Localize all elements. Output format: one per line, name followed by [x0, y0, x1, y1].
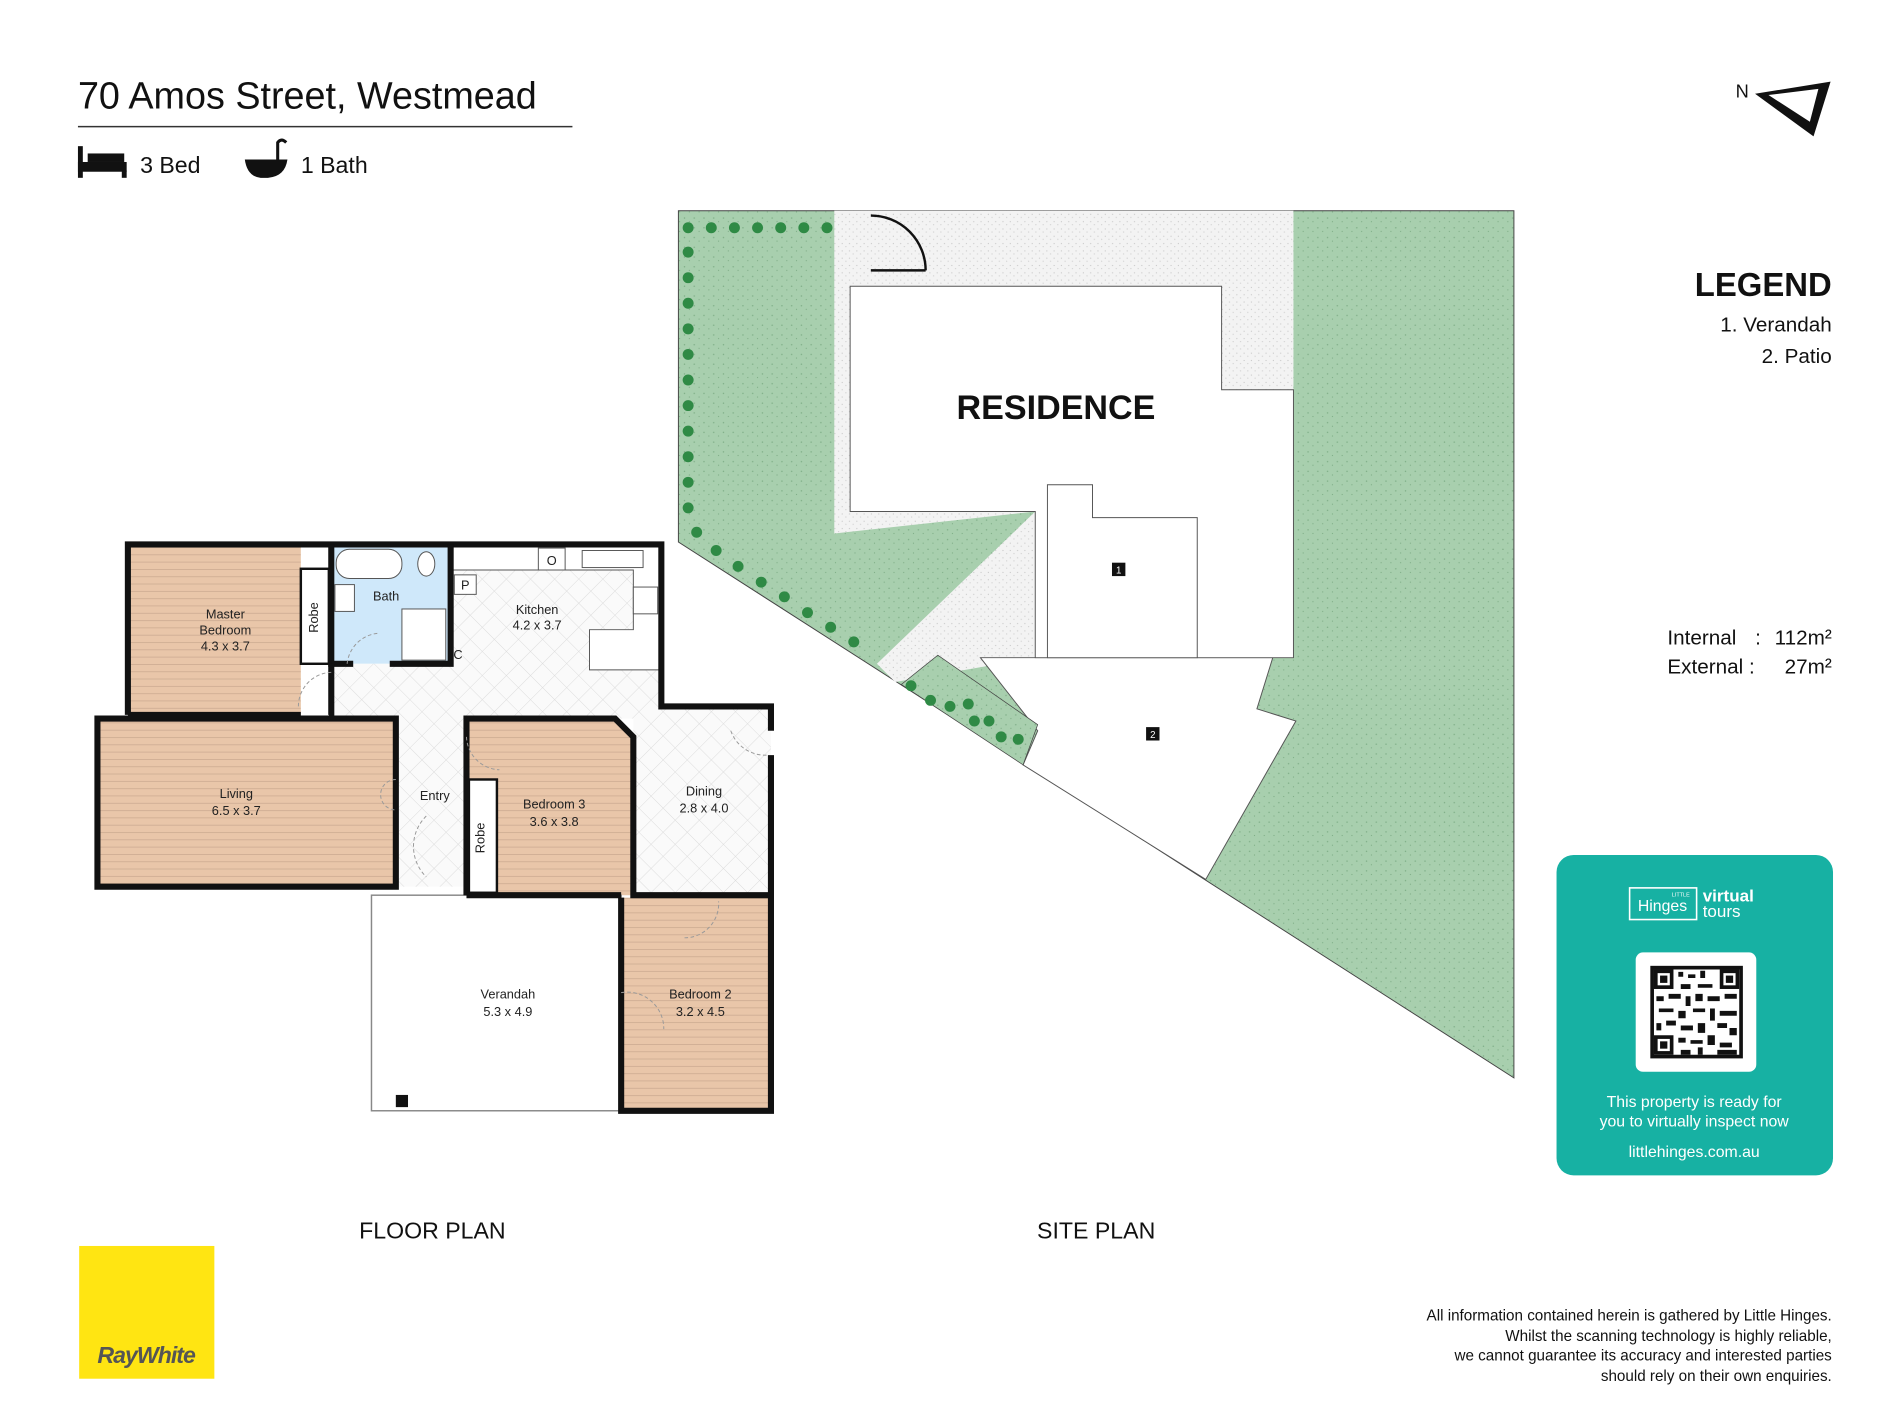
promo-url[interactable]: littlehinges.com.au — [1629, 1144, 1760, 1161]
sink-icon — [581, 550, 644, 569]
raywhite-logo: RayWhite — [79, 1245, 215, 1379]
cooktop-icon — [632, 586, 659, 615]
disclaimer-line: Whilst the scanning technology is highly… — [1505, 1328, 1832, 1345]
hedge-row — [682, 222, 1024, 745]
bed3-size: 3.6 x 3.8 — [530, 814, 579, 829]
external-area: 27m² — [1785, 656, 1832, 679]
oven-label: O — [547, 553, 557, 568]
room-verandah — [370, 894, 622, 1112]
bed-count: 3 Bed — [140, 152, 200, 178]
pantry-box — [453, 574, 477, 595]
qr-code-icon[interactable] — [1650, 965, 1743, 1059]
residence-label: RESIDENCE — [957, 389, 1156, 427]
post-icon — [395, 1094, 409, 1108]
room-labels: Master Bedroom 4.3 x 3.7 Robe Bath Kitch… — [199, 553, 731, 1019]
bathtub-icon — [335, 548, 403, 580]
master-label-1: Master — [206, 607, 246, 622]
raywhite-wordmark: RayWhite — [97, 1342, 196, 1368]
legend-item-verandah: 1. Verandah — [1720, 313, 1832, 336]
master-label-2: Bedroom — [199, 623, 251, 638]
room-dining — [633, 706, 771, 896]
legend-title: LEGEND — [1695, 266, 1832, 303]
room-master-bedroom — [127, 544, 301, 715]
master-size: 4.3 x 3.7 — [201, 638, 250, 653]
dining-label: Dining — [686, 783, 722, 798]
cupboard-label: C — [453, 647, 462, 662]
promo-line-1: This property is ready for — [1607, 1094, 1783, 1111]
room-bedroom-2 — [621, 897, 771, 1111]
door-swings — [297, 632, 768, 1030]
north-label: N — [1736, 80, 1749, 101]
virtual-tour-card[interactable]: LITTLE Hinges virtual tours This propert… — [1556, 855, 1834, 1176]
internal-separator: : — [1755, 626, 1761, 649]
living-label: Living — [220, 786, 253, 801]
marker-2: 2 — [1150, 730, 1155, 741]
kitchen-size: 4.2 x 3.7 — [513, 618, 562, 633]
bed2-label: Bedroom 2 — [669, 987, 731, 1002]
site-plan-label: SITE PLAN — [1037, 1218, 1155, 1244]
living-size: 6.5 x 3.7 — [212, 803, 261, 818]
entry-label: Entry — [420, 788, 450, 803]
room-robe-master — [299, 567, 331, 665]
internal-label: Internal — [1667, 626, 1736, 649]
basin-icon — [334, 584, 355, 612]
property-address: 70 Amos Street, Westmead — [78, 74, 537, 116]
robe-label-master: Robe — [306, 602, 321, 633]
bed3-label: Bedroom 3 — [523, 797, 585, 812]
marker-1: 1 — [1116, 566, 1121, 577]
hallway — [331, 663, 466, 719]
verandah-size: 5.3 x 4.9 — [483, 1004, 532, 1019]
marker-2-badge — [1146, 727, 1160, 741]
dining-size: 2.8 x 4.0 — [679, 800, 728, 815]
internal-area: 112m² — [1775, 626, 1832, 649]
brand-small: LITTLE — [1672, 892, 1690, 898]
room-entry — [395, 718, 467, 887]
brand-name: Hinges — [1638, 898, 1687, 915]
marker-1-badge — [1111, 562, 1126, 577]
floor-plan — [94, 541, 775, 1114]
disclaimer-line: All information contained herein is gath… — [1427, 1307, 1832, 1324]
legend-item-patio: 2. Patio — [1762, 345, 1832, 368]
gate-door — [870, 214, 927, 272]
bed2-size: 3.2 x 4.5 — [676, 1004, 725, 1019]
north-arrow-icon — [1755, 81, 1831, 137]
disclaimer-line: we cannot guarantee its accuracy and int… — [1453, 1347, 1832, 1364]
room-living — [97, 718, 396, 887]
external-label: External : — [1667, 656, 1754, 679]
disclaimer: All information contained herein is gath… — [1427, 1307, 1833, 1385]
brand-virtual: virtual — [1703, 886, 1754, 905]
room-bedroom-3 — [466, 718, 634, 896]
walls — [94, 541, 775, 1114]
patio-area — [979, 657, 1297, 881]
bath-count: 1 Bath — [301, 152, 368, 178]
kitchen-bench — [450, 544, 662, 671]
site-plan: RESIDENCE 1 2 — [677, 210, 1515, 1079]
floor-plan-label: FLOOR PLAN — [359, 1218, 506, 1244]
kitchen-label: Kitchen — [516, 602, 559, 617]
shower-icon — [401, 608, 447, 661]
disclaimer-line: should rely on their own enquiries. — [1601, 1368, 1832, 1385]
bed-icon — [77, 146, 127, 178]
bath-label: Bath — [373, 588, 399, 603]
promo-line-2: you to virtually inspect now — [1600, 1114, 1790, 1131]
little-hinges-logo — [1628, 887, 1698, 921]
robe-label-bed3: Robe — [473, 823, 488, 854]
oven-box — [537, 547, 566, 571]
verandah-label: Verandah — [481, 987, 536, 1002]
pantry-label: P — [461, 577, 470, 592]
bath-icon — [244, 138, 288, 178]
brand-tours: tours — [1703, 902, 1741, 921]
toilet-icon — [417, 551, 436, 577]
